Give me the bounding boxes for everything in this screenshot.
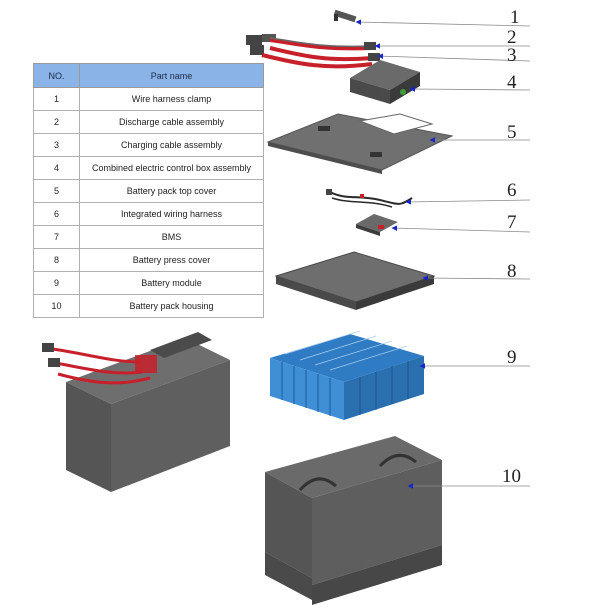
row-part-name: Battery press cover (79, 248, 264, 272)
row-part-name: Battery pack housing (79, 294, 264, 318)
top-cover-part (266, 113, 454, 174)
row-part-name: Integrated wiring harness (79, 202, 264, 226)
header-no: NO. (33, 63, 80, 88)
row-no: 10 (33, 294, 80, 318)
row-part-name: Wire harness clamp (79, 87, 264, 111)
battery-module-part (270, 330, 424, 420)
row-no: 3 (33, 133, 80, 157)
row-part-name: Battery pack top cover (79, 179, 264, 203)
row-no: 6 (33, 202, 80, 226)
wire-harness-clamp-part (333, 9, 357, 23)
callout-6: 6 (507, 180, 517, 201)
callout-4: 4 (507, 72, 517, 93)
callout-2: 2 (507, 27, 517, 48)
row-part-name: BMS (79, 225, 264, 249)
row-part-name: Combined electric control box assembly (79, 156, 264, 180)
callout-1: 1 (510, 7, 520, 28)
assembled-battery-pack (42, 332, 230, 492)
row-no: 5 (33, 179, 80, 203)
row-part-name: Battery module (79, 271, 264, 295)
control-box-part (350, 60, 420, 104)
callout-9: 9 (507, 347, 517, 368)
row-no: 9 (33, 271, 80, 295)
row-no: 2 (33, 110, 80, 134)
row-no: 4 (33, 156, 80, 180)
battery-pack-housing-part (265, 436, 442, 605)
bms-part (356, 214, 398, 236)
callout-8: 8 (507, 261, 517, 282)
callout-7: 7 (507, 212, 517, 233)
cable-assemblies-part (246, 34, 380, 69)
row-no: 1 (33, 87, 80, 111)
row-part-name: Discharge cable assembly (79, 110, 264, 134)
press-cover-part (274, 251, 436, 310)
callout-lines (355, 19, 531, 489)
callout-numbers: 1 2 3 4 5 6 7 8 9 10 (502, 7, 521, 487)
row-no: 8 (33, 248, 80, 272)
callout-10: 10 (502, 466, 521, 487)
row-part-name: Charging cable assembly (79, 133, 264, 157)
header-part-name: Part name (79, 63, 264, 88)
table-header-row: NO. Part name (33, 63, 264, 88)
callout-5: 5 (507, 122, 517, 143)
callout-3: 3 (507, 45, 517, 66)
row-no: 7 (33, 225, 80, 249)
integrated-wiring-harness-part (326, 189, 413, 208)
